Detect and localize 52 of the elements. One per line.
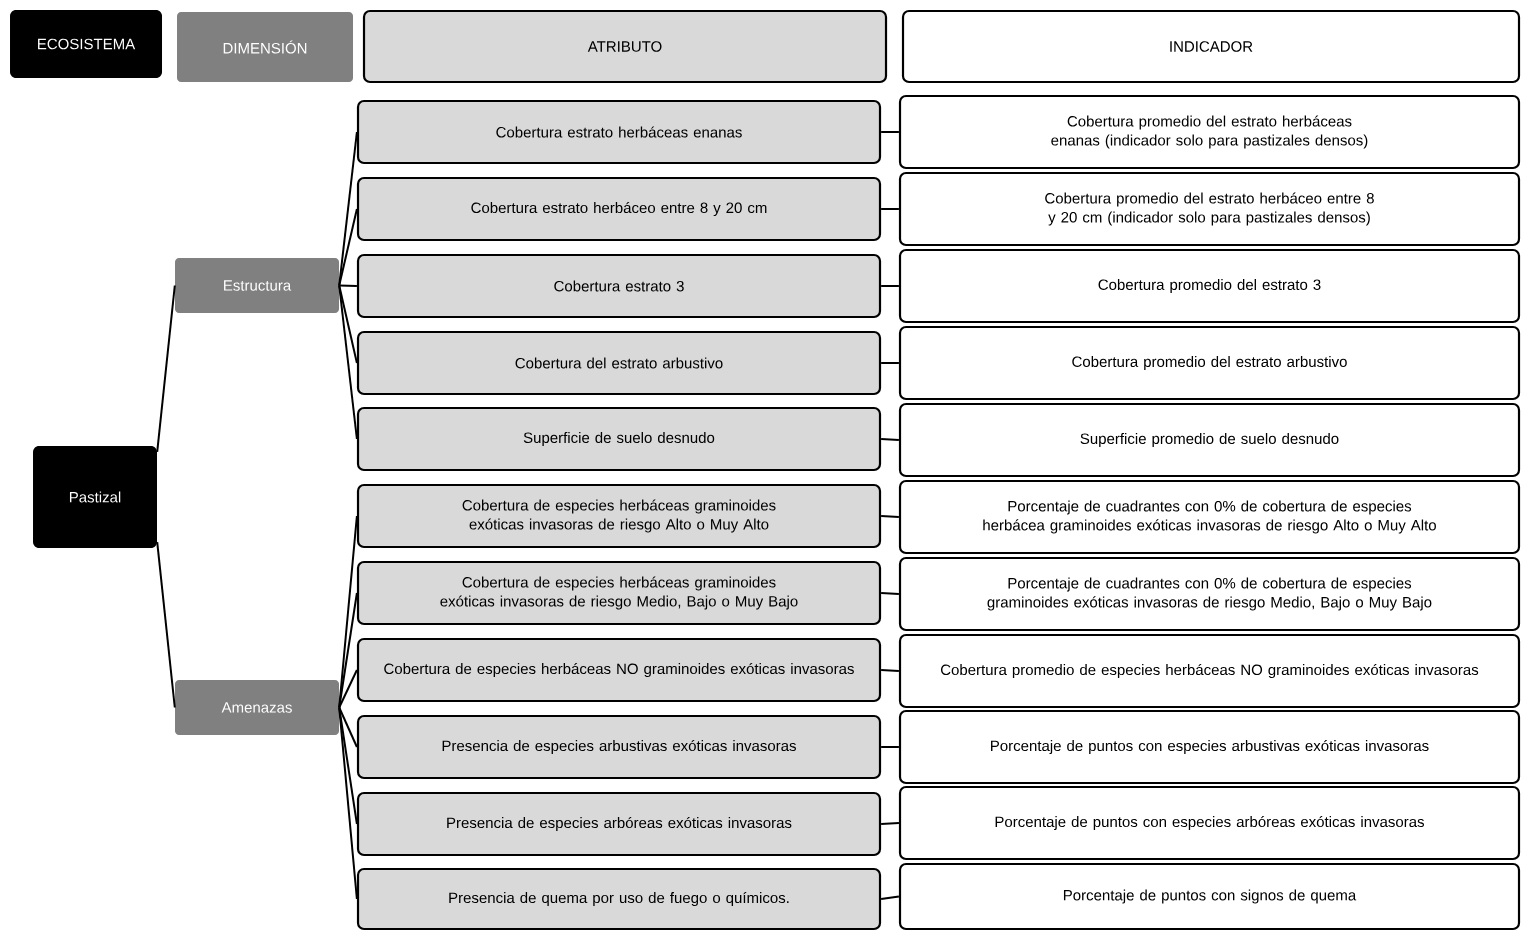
indicator-box: Cobertura promedio del estrato herbáceo entre 8 y 20 cm (indicador solo para pastizales densos)	[898, 171, 1521, 247]
connector-line	[338, 284, 358, 440]
dimension-box: Amenazas	[175, 680, 339, 735]
connector-line	[338, 706, 358, 825]
indicator-box: Porcentaje de puntos con especies arbustivas exóticas invasoras	[898, 709, 1521, 785]
dimension-box: Estructura	[175, 258, 339, 313]
connector-line	[338, 208, 358, 287]
indicator-box: Cobertura promedio del estrato 3	[898, 248, 1521, 324]
connector-line	[880, 208, 900, 210]
connector-line	[880, 592, 900, 595]
attribute-box: Cobertura estrato herbáceo entre 8 y 20 cm	[356, 176, 882, 242]
connector-line	[156, 284, 176, 453]
indicator-box: Porcentaje de cuadrantes con 0% de cobertura de especies herbácea graminoides exóticas invasoras de riesgo Alto o Muy Alto	[898, 479, 1521, 555]
connector-line	[338, 592, 358, 709]
connector-line	[880, 131, 900, 133]
connector-line	[338, 669, 358, 709]
connector-line	[338, 706, 358, 900]
indicator-box: Porcentaje de puntos con signos de quema	[898, 862, 1521, 931]
attribute-box: Presencia de especies arbustivas exóticas invasoras	[356, 714, 882, 780]
header-box: DIMENSIÓN	[177, 12, 353, 82]
attribute-box: Cobertura de especies herbáceas NO graminoides exóticas invasoras	[356, 637, 882, 703]
connector-line	[880, 362, 900, 364]
indicator-box: Porcentaje de puntos con especies arbóreas exóticas invasoras	[898, 785, 1521, 861]
connector-line	[338, 284, 358, 364]
ecosystem-box: Pastizal	[33, 446, 157, 548]
indicator-box: Cobertura promedio del estrato arbustivo	[898, 325, 1521, 401]
indicator-box: Cobertura promedio del estrato herbáceas enanas (indicador solo para pastizales densos)	[898, 94, 1521, 170]
connector-line	[156, 541, 176, 709]
indicator-box: Cobertura promedio de especies herbáceas NO graminoides exóticas invasoras	[898, 633, 1521, 709]
attribute-box: Cobertura de especies herbáceas graminoides exóticas invasoras de riesgo Alto o Muy Alto	[356, 483, 882, 549]
connector-line	[880, 285, 900, 287]
attribute-box: Presencia de especies arbóreas exóticas invasoras	[356, 791, 882, 857]
header-box: ECOSISTEMA	[10, 10, 162, 78]
connector-line	[338, 706, 358, 748]
connector-line	[880, 895, 900, 900]
header-box: ATRIBUTO	[362, 9, 888, 84]
connector-line	[880, 746, 900, 748]
attribute-box: Cobertura de especies herbáceas graminoides exóticas invasoras de riesgo Medio, Bajo o Muy Bajo	[356, 560, 882, 626]
connector-line	[880, 822, 900, 825]
attribute-box: Cobertura del estrato arbustivo	[356, 330, 882, 396]
connector-line	[880, 438, 900, 441]
attribute-box: Superficie de suelo desnudo	[356, 406, 882, 472]
header-box: INDICADOR	[901, 9, 1521, 84]
attribute-box: Presencia de quema por uso de fuego o químicos.	[356, 867, 882, 931]
indicator-box: Superficie promedio de suelo desnudo	[898, 402, 1521, 478]
attribute-box: Cobertura estrato herbáceas enanas	[356, 99, 882, 165]
connector-line	[880, 515, 900, 518]
connector-line	[338, 284, 358, 287]
attribute-box: Cobertura estrato 3	[356, 253, 882, 319]
connector-line	[880, 669, 900, 672]
connector-line	[338, 131, 358, 287]
indicator-box: Porcentaje de cuadrantes con 0% de cobertura de especies graminoides exóticas invasoras de riesgo Medio, Bajo o Muy Bajo	[898, 556, 1521, 632]
